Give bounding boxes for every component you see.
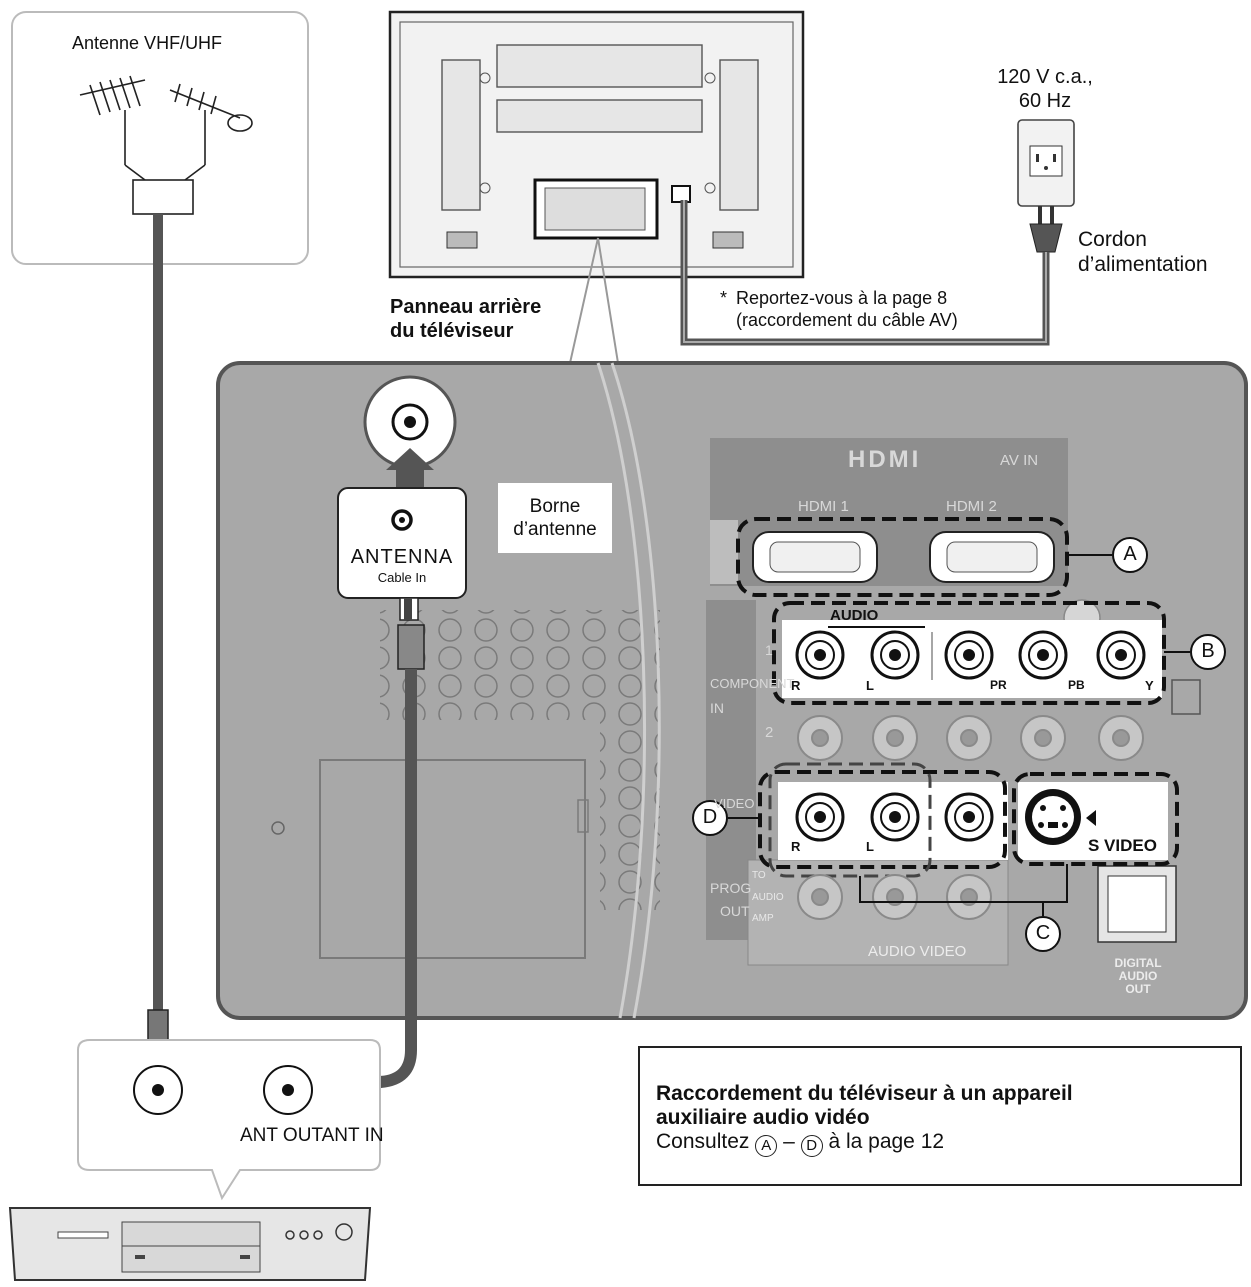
hdmi-logo: HDMI [848, 446, 922, 473]
antenna-adapter [132, 179, 194, 215]
arrow-up-icon [386, 448, 434, 492]
digital-audio-out-2: AUDIO [1118, 969, 1158, 983]
marker-b: B [1201, 640, 1215, 662]
jack-l-label: L [866, 678, 874, 693]
marker-c: C [1035, 922, 1051, 944]
ant-out-in-label: ANT OUTANT IN [240, 1125, 384, 1146]
to-label: TO [752, 870, 766, 881]
info-marker-to: D [800, 1135, 823, 1157]
power-frequency: 60 Hz [1018, 90, 1072, 112]
component-row-1 [772, 601, 1166, 705]
antenna-bubble [11, 11, 309, 265]
note-line-2: (raccordement du câble AV) [736, 310, 958, 330]
info-title-1: Raccordement du téléviseur à un appareil [656, 1082, 1073, 1105]
marker-circles [692, 537, 1226, 952]
info-title-2: auxiliaire audio vidéo [656, 1106, 870, 1129]
info-body-suffix: à la page 12 [828, 1130, 945, 1153]
info-marker-from: A [755, 1135, 778, 1157]
antenna-jack-sublabel: Cable In [377, 570, 427, 585]
borne-label-1: Borne [529, 496, 581, 517]
row-1-number: 1 [765, 642, 773, 658]
info-box: Raccordement du téléviseur à un appareil… [638, 1046, 1242, 1186]
note-line-1: Reportez-vous à la page 8 [736, 288, 948, 308]
component-label-2: IN [710, 700, 724, 716]
video-jack-l-label: L [866, 839, 874, 854]
hdmi2-label: HDMI 2 [946, 498, 997, 515]
info-body-prefix: Consultez [656, 1130, 750, 1153]
jack-pb-label: PB [1068, 678, 1085, 692]
cable-box-device [8, 1207, 372, 1281]
antenna-label: Antenne VHF/UHF [72, 33, 223, 53]
amp-label: AMP [752, 913, 774, 924]
s-video-label: S VIDEO [1088, 836, 1157, 855]
marker-d: D [702, 806, 718, 828]
digital-audio-out-1: DIGITAL [1114, 956, 1162, 970]
antenna-icon [79, 75, 253, 181]
info-dash: – [783, 1130, 795, 1153]
av-in-label: AV IN [1000, 452, 1039, 469]
power-cord-label-2: d’alimentation [1078, 253, 1208, 276]
marker-a: A [1123, 543, 1137, 565]
audio-label: AUDIO [830, 607, 879, 624]
cable-box-bubble [77, 1039, 381, 1201]
s-video-jack [1025, 789, 1081, 845]
jack-pr-label: PR [990, 678, 1007, 692]
hdmi-ports [736, 517, 1069, 597]
digital-audio-out-3: OUT [1125, 982, 1151, 996]
jack-r-label: R [791, 678, 801, 693]
power-voltage: 120 V c.a., [997, 66, 1093, 88]
video-jack-r-label: R [791, 839, 801, 854]
audio-video-label: AUDIO VIDEO [868, 943, 967, 960]
power-cord-label-1: Cordon [1078, 228, 1147, 251]
power-plug-icon [1029, 206, 1063, 253]
hdmi1-label: HDMI 1 [798, 498, 849, 515]
tv-back-label-2: du téléviseur [390, 320, 514, 342]
video-in-label: VIDEO [714, 796, 755, 811]
marker-connectors [728, 554, 1190, 916]
out-label: OUT [720, 903, 750, 919]
component-label-1: COMPONENT [710, 676, 795, 691]
component-row-2 [797, 715, 1144, 761]
antenna-jack-label: ANTENNA [350, 546, 454, 568]
note-star: * [720, 288, 728, 308]
info-body: Consultez A – D à la page 12 [656, 1130, 944, 1157]
row-2-number: 2 [765, 724, 774, 741]
tv-back-illustration [388, 10, 805, 279]
antenna-cable [147, 214, 169, 1045]
prog-label: PROG [710, 880, 752, 896]
prog-out-row [797, 874, 992, 920]
video-in-row [758, 762, 1179, 878]
jack-y-label: Y [1145, 678, 1154, 693]
borne-callout-box [498, 483, 612, 553]
antenna-terminal [337, 375, 467, 621]
audio-small-label: AUDIO [752, 892, 784, 903]
power-outlet [1017, 119, 1075, 207]
triangle-left-icon [1086, 810, 1096, 826]
borne-label-2: d’antenne [513, 519, 597, 540]
tv-back-label-1: Panneau arrière [390, 296, 542, 318]
